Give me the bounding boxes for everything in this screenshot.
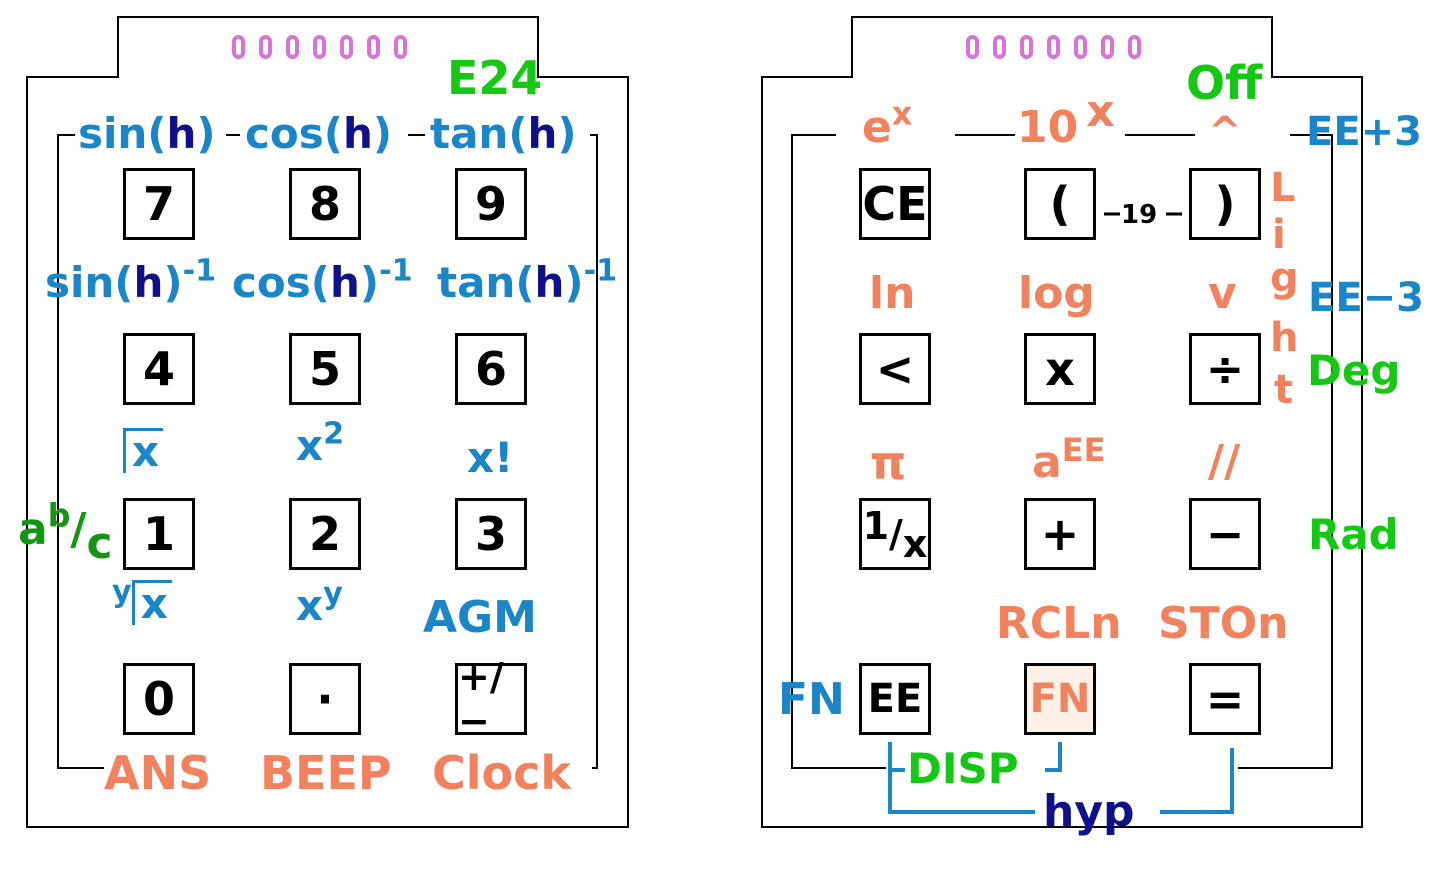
slashes-label: // <box>1208 436 1241 487</box>
display-dot <box>286 35 299 59</box>
right-outline <box>761 16 1363 828</box>
key-1[interactable]: 1 <box>123 498 195 570</box>
power-label: xy <box>296 576 343 630</box>
key-left-paren[interactable]: ( <box>1024 168 1096 240</box>
hyp-label: hyp <box>1043 786 1135 837</box>
display-dot <box>966 35 979 59</box>
fraction-label: ab/c <box>18 498 113 569</box>
inverse-cosh-label: cos(h)-1 <box>232 253 413 307</box>
beep-label: BEEP <box>260 746 392 800</box>
left-outline <box>26 16 629 828</box>
sqrt-label: x <box>123 428 164 473</box>
inverse-tanh-label: tan(h)-1 <box>437 253 618 307</box>
display-dot <box>340 35 353 59</box>
right-inner-bracket <box>791 134 1333 769</box>
cosh-label: cos(h) <box>245 109 393 158</box>
key-equals[interactable]: = <box>1189 663 1261 735</box>
key-minus[interactable]: − <box>1189 498 1261 570</box>
key-ee[interactable]: EE <box>859 663 931 735</box>
key-plus[interactable]: + <box>1024 498 1096 570</box>
display-dot <box>1074 35 1087 59</box>
key-decimal[interactable]: · <box>289 663 361 735</box>
nineteen-label: 19 <box>1121 200 1158 230</box>
caret-label: ^ <box>1208 109 1242 155</box>
exp-label: ex <box>862 96 913 153</box>
rad-label: Rad <box>1308 510 1399 559</box>
ston-label: STOn <box>1158 598 1289 649</box>
factorial-label: x! <box>467 433 514 482</box>
key-4[interactable]: 4 <box>123 333 195 405</box>
key-9[interactable]: 9 <box>455 168 527 240</box>
key-reciprocal[interactable]: 1/x <box>859 498 931 570</box>
display-dot <box>993 35 1006 59</box>
off-label: Off <box>1186 56 1263 110</box>
display-dot <box>259 35 272 59</box>
key-8[interactable]: 8 <box>289 168 361 240</box>
key-multiply[interactable]: x <box>1024 333 1096 405</box>
e24-label: E24 <box>447 51 543 105</box>
display-dot <box>313 35 326 59</box>
log-label: log <box>1018 268 1095 319</box>
display-dot <box>1047 35 1060 59</box>
display-dot <box>1020 35 1033 59</box>
pi-label: π <box>870 436 907 490</box>
square-label: x2 <box>296 416 345 470</box>
root-v-label: v <box>1208 268 1237 319</box>
rcln-label: RCLn <box>996 598 1122 649</box>
key-5[interactable]: 5 <box>289 333 361 405</box>
display-dot <box>1101 35 1114 59</box>
agm-label: AGM <box>423 592 537 643</box>
tanh-label: tan(h) <box>430 109 577 158</box>
display-dot <box>367 35 380 59</box>
ln-label: ln <box>869 268 916 319</box>
inverse-sinh-label: sin(h)-1 <box>45 253 217 307</box>
ans-label: ANS <box>104 746 212 800</box>
key-ce[interactable]: CE <box>859 168 931 240</box>
left-inner-bracket <box>57 134 598 769</box>
ee-minus-label: EE−3 <box>1308 275 1424 321</box>
aee-label: aEE <box>1032 431 1106 488</box>
key-backspace[interactable]: < <box>859 333 931 405</box>
disp-label: DISP <box>907 744 1019 793</box>
key-right-paren[interactable]: ) <box>1189 168 1261 240</box>
key-divide[interactable]: ÷ <box>1189 333 1261 405</box>
display-dot <box>232 35 245 59</box>
key-sign[interactable]: +/− <box>455 655 527 743</box>
key-3[interactable]: 3 <box>455 498 527 570</box>
display-dot <box>1128 35 1141 59</box>
key-fn[interactable]: FN <box>1024 663 1096 735</box>
deg-label: Deg <box>1307 346 1401 395</box>
sqrt-icon: x <box>123 428 164 473</box>
key-6[interactable]: 6 <box>455 333 527 405</box>
disp-bracket <box>888 742 1062 772</box>
sinh-label: sin(h) <box>78 109 216 158</box>
ee-plus-label: EE+3 <box>1306 109 1422 155</box>
key-7[interactable]: 7 <box>123 168 195 240</box>
clock-label: Clock <box>432 746 571 800</box>
yroot-icon: x <box>131 580 172 625</box>
key-2[interactable]: 2 <box>289 498 361 570</box>
display-dot <box>394 35 407 59</box>
fn-side-label: FN <box>778 674 845 725</box>
key-0[interactable]: 0 <box>123 663 195 735</box>
